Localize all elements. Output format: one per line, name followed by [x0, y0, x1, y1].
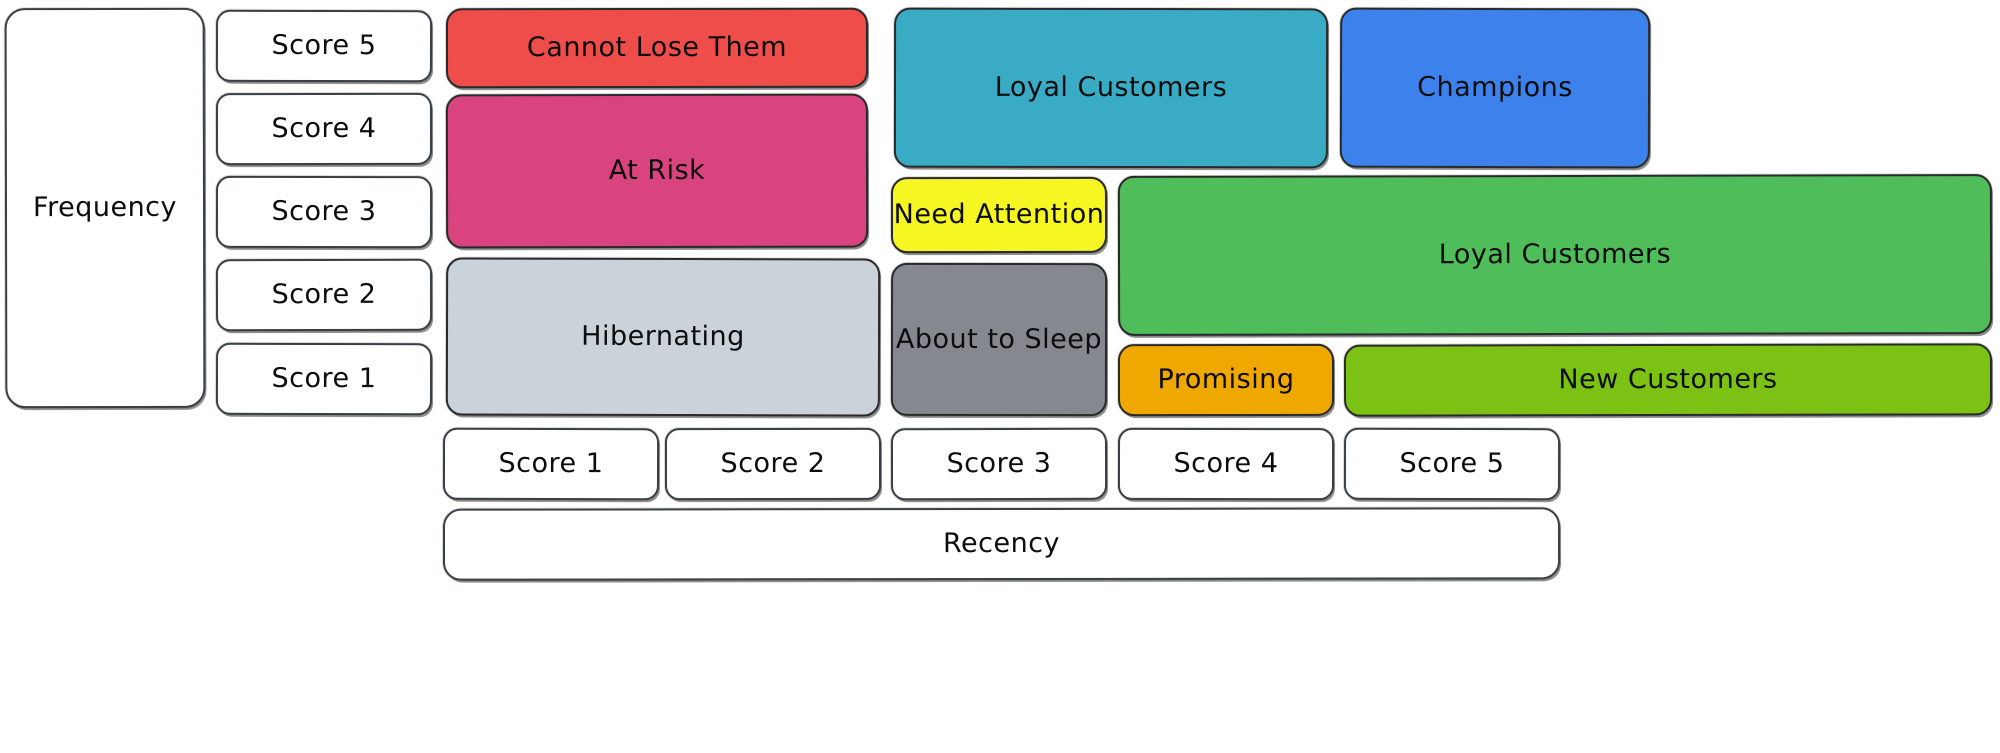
recency-score-4[interactable]: Score 4 [1117, 427, 1335, 501]
frequency-score-4-label: Score 4 [271, 113, 377, 145]
frequency-score-5[interactable]: Score 5 [215, 9, 433, 83]
segment-loyal-customers-teal[interactable]: Loyal Customers [893, 7, 1329, 169]
frequency-score-3-label: Score 3 [271, 196, 377, 228]
recency-axis-text: Recency [942, 528, 1061, 560]
segment-loyal-customers-green[interactable]: Loyal Customers [1117, 174, 1993, 336]
segment-need-attention[interactable]: Need Attention [890, 176, 1108, 254]
recency-score-2-label: Score 2 [720, 448, 826, 480]
recency-score-5-label: Score 5 [1399, 448, 1505, 480]
segment-promising-label: Promising [1157, 364, 1295, 396]
recency-score-3[interactable]: Score 3 [890, 427, 1108, 501]
segment-hibernating-label: Hibernating [581, 321, 745, 353]
recency-score-3-label: Score 3 [946, 448, 1052, 480]
segment-cannot-lose-them-label: Cannot Lose Them [526, 32, 788, 64]
segment-cannot-lose-them[interactable]: Cannot Lose Them [445, 7, 869, 89]
frequency-axis-text: Frequency [32, 192, 178, 224]
frequency-score-1[interactable]: Score 1 [215, 342, 433, 416]
recency-score-1-label: Score 1 [498, 448, 604, 480]
frequency-axis-label: Frequency [4, 7, 206, 409]
segment-need-attention-label: Need Attention [893, 199, 1105, 231]
segment-promising[interactable]: Promising [1117, 343, 1335, 417]
recency-score-4-label: Score 4 [1173, 448, 1279, 480]
segment-hibernating[interactable]: Hibernating [445, 257, 881, 417]
recency-score-2[interactable]: Score 2 [664, 427, 882, 501]
segment-new-customers[interactable]: New Customers [1343, 343, 1993, 417]
recency-score-1[interactable]: Score 1 [442, 427, 660, 501]
segment-loyal-customers-green-label: Loyal Customers [1438, 239, 1672, 271]
recency-score-5[interactable]: Score 5 [1343, 427, 1561, 501]
frequency-score-5-label: Score 5 [271, 30, 377, 62]
segment-champions-label: Champions [1417, 72, 1573, 104]
frequency-score-1-label: Score 1 [271, 363, 377, 395]
segment-about-to-sleep-label: About to Sleep [895, 323, 1103, 356]
frequency-score-4[interactable]: Score 4 [215, 92, 433, 166]
frequency-score-2-label: Score 2 [271, 279, 377, 311]
segment-at-risk[interactable]: At Risk [445, 93, 869, 249]
segment-at-risk-label: At Risk [608, 155, 706, 187]
frequency-score-3[interactable]: Score 3 [215, 175, 433, 249]
recency-axis-label: Recency [442, 507, 1561, 581]
segment-loyal-customers-teal-label: Loyal Customers [994, 72, 1228, 104]
segment-champions[interactable]: Champions [1339, 7, 1651, 169]
segment-about-to-sleep[interactable]: About to Sleep [890, 262, 1108, 417]
segment-new-customers-label: New Customers [1558, 364, 1778, 396]
frequency-score-2[interactable]: Score 2 [215, 258, 433, 332]
